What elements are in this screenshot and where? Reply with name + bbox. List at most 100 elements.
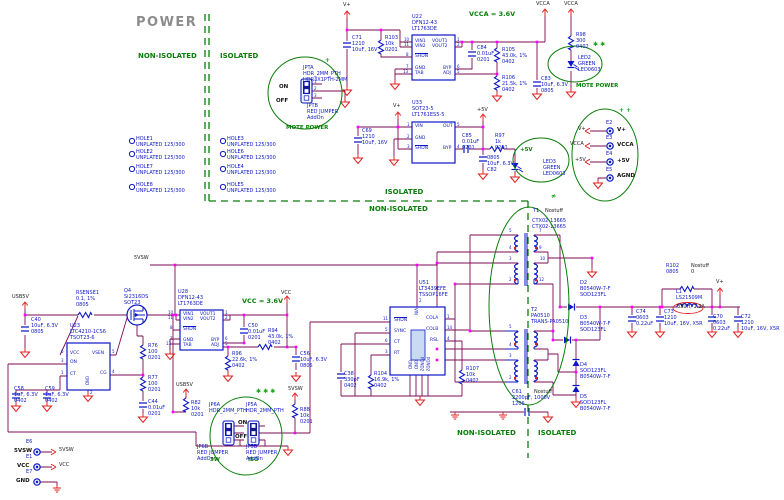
testpoint-e7 xyxy=(33,478,41,486)
ic-u22-body xyxy=(411,34,456,81)
ic-u28-body xyxy=(179,309,224,351)
ref-D4: D4 SOD123FL B0540W-7-F xyxy=(580,362,611,380)
net-arrow-usb5v2 xyxy=(182,388,190,397)
pno-t1-10: 10 xyxy=(540,256,546,261)
tp-5vsw: 5VSW xyxy=(14,448,33,454)
net-usb5v-2: USB5V xyxy=(176,382,193,388)
pno-t1-2: 2 xyxy=(509,277,512,282)
ref-JPTB: JPTB RED JUMPER AddOn xyxy=(307,103,339,121)
ref-E7: E7 xyxy=(26,469,33,475)
pno-u51e: 1 xyxy=(447,314,450,319)
pno-u51a: 11 xyxy=(383,316,389,321)
ref-D5: D5 SOD123FL B0540W-7-F xyxy=(580,394,611,412)
hole-5: HOLE5 UNPLATED 125/300 xyxy=(227,182,276,194)
ref-C59: C59 1uF, 6.3V 0402 xyxy=(45,386,69,404)
pin-u51-colb: COLB xyxy=(426,327,439,332)
ref-U33: U33 SOT23-5 LT1761ES5-5 xyxy=(412,100,445,118)
tp-agnd: AGND xyxy=(617,173,635,179)
ref-R96: R96 22.6k, 1% 0402 xyxy=(232,351,258,369)
pno-t1-3: 3 xyxy=(509,256,512,261)
pin-u22-byp: BYP xyxy=(443,66,452,71)
pno-u51g: 4 xyxy=(447,336,450,341)
cap-c44-icon xyxy=(138,402,148,408)
ref-JPTA: JPTA HDR_2MM_PTH HDR3X1PTH-2MM xyxy=(303,65,348,83)
hole-8: HOLE8 UNPLATED 125/300 xyxy=(136,182,185,194)
ref-R94: R94 43.0k, 1% 0402 xyxy=(268,328,294,346)
net-5vsw-rail: 5VSW xyxy=(134,255,149,261)
tp-5v: +5V xyxy=(617,158,630,164)
net-vplus-c71: V+ xyxy=(343,2,351,8)
pno-u22: 10 xyxy=(404,37,410,42)
pin-u22-vin2: VIN2 xyxy=(415,44,426,49)
ref-R97: R97 1k 0201 xyxy=(495,133,508,151)
ref-E3: E3 xyxy=(606,135,613,141)
transformer-t2-icon xyxy=(505,329,539,384)
ref-U51: U51 LT3439EFE TSSOP16FE xyxy=(419,280,448,298)
pno-jpta-3: 3 xyxy=(314,93,317,98)
label-on-bottom: ON xyxy=(238,420,248,426)
net-arrow-vcc xyxy=(283,295,291,304)
resistor-r76-icon xyxy=(139,344,147,360)
pin-u22-vout2: VOUT2 xyxy=(432,44,448,49)
pno-u22g: 2 xyxy=(457,42,460,47)
net-arrow-vplus2 xyxy=(394,111,402,120)
cap-c40-icon xyxy=(20,326,30,332)
pno-u33c: 3 xyxy=(407,144,410,149)
diode-d5-icon xyxy=(571,384,581,393)
pin-u51-sync: SYNC xyxy=(394,329,407,334)
label-l1-value: 33uH, 1.3A xyxy=(677,304,705,310)
pin-u22-vout1: VOUT1 xyxy=(432,39,448,44)
ref-C71: C71 1210 10uF, 16V xyxy=(352,35,378,53)
tp-vplus: V+ xyxy=(617,127,626,133)
pno-jpta-1: 1 xyxy=(314,79,317,84)
ann-stars-jumpers: ✱ ✱ ✱ xyxy=(256,388,276,395)
ref-C61: C61 2200pF, 1000V 1206 xyxy=(512,389,551,407)
pno-u23f: 2 xyxy=(90,390,93,395)
led3-circle xyxy=(512,137,570,183)
pin-u28-vin2: VIN2 xyxy=(183,317,194,322)
ref-C73: C73 1210 10uF, 16V, X5R xyxy=(664,309,703,327)
section-label-mid-non-isolated: NON-ISOLATED xyxy=(369,205,428,213)
cap-c83-icon xyxy=(532,81,542,87)
pin-u33-shdn: SHDN xyxy=(415,146,429,151)
pno-u28a: 10 xyxy=(168,310,174,315)
ref-C40: C40 10uF, 6.3V 0805 xyxy=(31,317,58,335)
pno-u28h: 6 xyxy=(225,336,228,341)
junctions-layer xyxy=(23,28,722,435)
pno-u22b: 11 xyxy=(404,42,410,47)
pin-u23-gnd: GND xyxy=(84,376,90,386)
pin-u22-adj: ADJ xyxy=(443,71,451,76)
ref-C82: 0805 10uF, 6.3V C82 xyxy=(487,155,514,173)
label-r102-nostuff: Nostuff 0 xyxy=(691,263,709,275)
ref-U23: U23 LTC4210-1CS6 TSOT23-6 xyxy=(70,323,106,341)
net-arrow-vcca1 xyxy=(541,8,549,17)
pin-u22-tab: TAB xyxy=(415,71,424,76)
pin-u28-vin1: VIN1 xyxy=(183,312,194,317)
pno-u51d: 3 xyxy=(385,349,388,354)
resistor-r104-icon xyxy=(367,374,375,390)
section-label-bottom-isolated: ISOLATED xyxy=(538,429,577,437)
pin-u22-gnd: GND xyxy=(415,66,426,71)
ref-E2: E2 xyxy=(606,120,613,126)
pno-u33d: 5 xyxy=(457,122,460,127)
hole-2: HOLE2 UNPLATED 125/300 xyxy=(136,149,185,161)
pno-t1-12: 12 xyxy=(539,277,545,282)
ref-R102: R102 0805 xyxy=(666,263,680,275)
pin-u23-vcc: VCC xyxy=(70,351,80,356)
ref-JP6A: JP6A HDR_2MM_PTH xyxy=(209,402,247,414)
resistor-r82-icon xyxy=(182,397,190,413)
pno-t2-3: 3 xyxy=(509,353,512,358)
testpoint-e4 xyxy=(606,158,614,166)
pin-u23-vsen: VSEN xyxy=(92,351,105,356)
pno-u51h: 2 xyxy=(419,298,422,303)
pin-u51-rsl: RSL xyxy=(430,338,439,343)
net-5vsw-tp: 5VSW xyxy=(59,447,74,453)
symbols-layer xyxy=(11,34,743,486)
ref-LED2: LED2 GREEN LED0603 xyxy=(578,55,601,73)
pin-u51-pgnd2: PGND2 xyxy=(425,357,431,372)
pno-t1-9: 9 xyxy=(539,245,542,250)
pno-t1-5: 5 xyxy=(509,228,512,233)
ref-U22: U22 DFN12-43 LT1763DE xyxy=(412,14,437,32)
